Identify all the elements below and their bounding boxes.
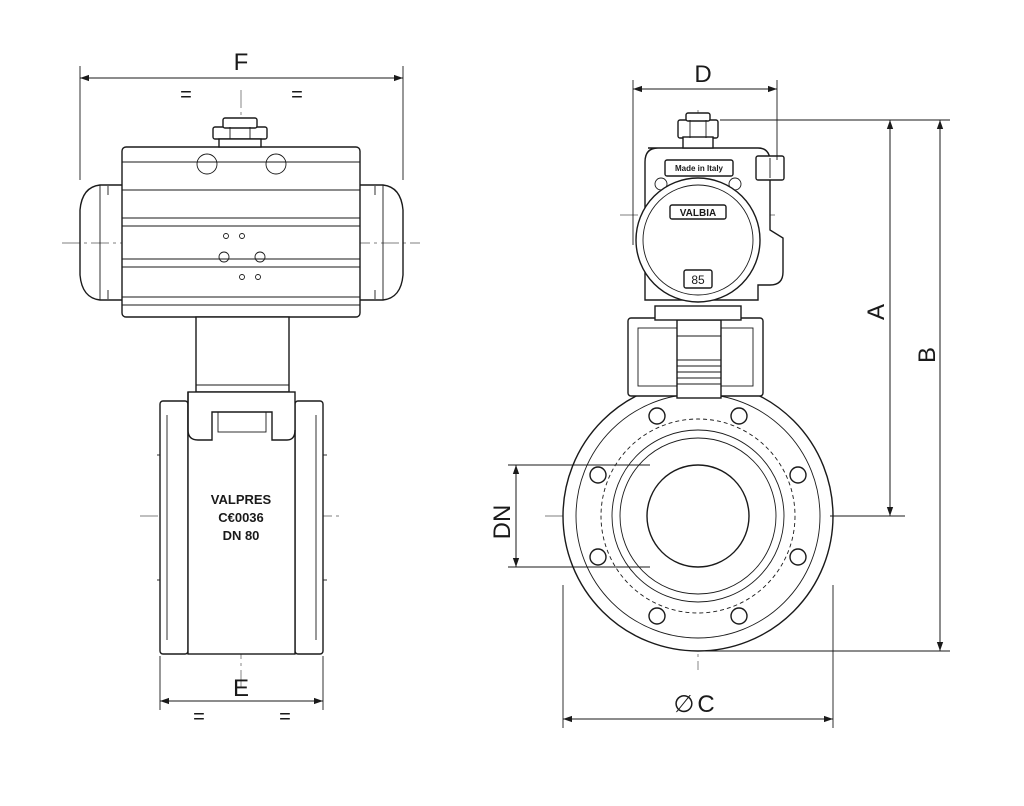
mounting-bracket: [195, 316, 290, 393]
dimension-e: E = =: [159, 656, 324, 728]
dimension-label-a: A: [863, 304, 890, 320]
dimension-label-d: D: [694, 61, 711, 88]
dimension-e-equal-left: =: [193, 706, 205, 728]
side-view: Made in Italy VALBIA 85 D A: [489, 61, 950, 728]
dimension-f-equal-right: =: [291, 84, 303, 106]
dimension-label-dn: DN: [489, 505, 516, 540]
dimension-b: B: [698, 120, 950, 652]
actuator-end-cap-right: [360, 184, 404, 301]
dimension-e-equal-right: =: [279, 706, 291, 728]
body-size-marking: DN 80: [223, 528, 260, 543]
actuator-model-marking: 85: [691, 273, 705, 287]
actuator-origin-marking: Made in Italy: [675, 164, 724, 173]
diameter-symbol: ∅: [674, 691, 695, 718]
body-ce-marking: C€0036: [218, 510, 264, 525]
actuator-body: [121, 146, 361, 318]
dimension-f-equal-left: =: [180, 84, 192, 106]
actuator-end-cap-left: [79, 184, 122, 301]
actuator-brand-marking: VALBIA: [680, 208, 716, 219]
dimension-label-e: E: [233, 675, 249, 702]
position-indicator: [212, 117, 268, 148]
flange-bolt-holes: [589, 407, 807, 625]
valve-body-front: VALPRES C€0036 DN 80: [157, 391, 327, 655]
body-brand-marking: VALPRES: [211, 492, 272, 507]
dimension-f: F = =: [79, 49, 404, 180]
side-bracket: [627, 305, 764, 399]
actuator-side: Made in Italy VALBIA 85: [635, 147, 785, 303]
flange: [562, 380, 834, 652]
front-view: VALPRES C€0036 DN 80 F = = E = =: [62, 49, 420, 728]
dimension-label-c: C: [697, 691, 714, 718]
dimension-a: A: [720, 119, 950, 517]
dimension-dn: DN: [489, 464, 650, 568]
side-position-indicator: [677, 112, 719, 149]
dimension-label-f: F: [234, 49, 249, 76]
dimension-c: ∅ C: [562, 585, 834, 728]
dimension-label-b: B: [914, 347, 941, 363]
